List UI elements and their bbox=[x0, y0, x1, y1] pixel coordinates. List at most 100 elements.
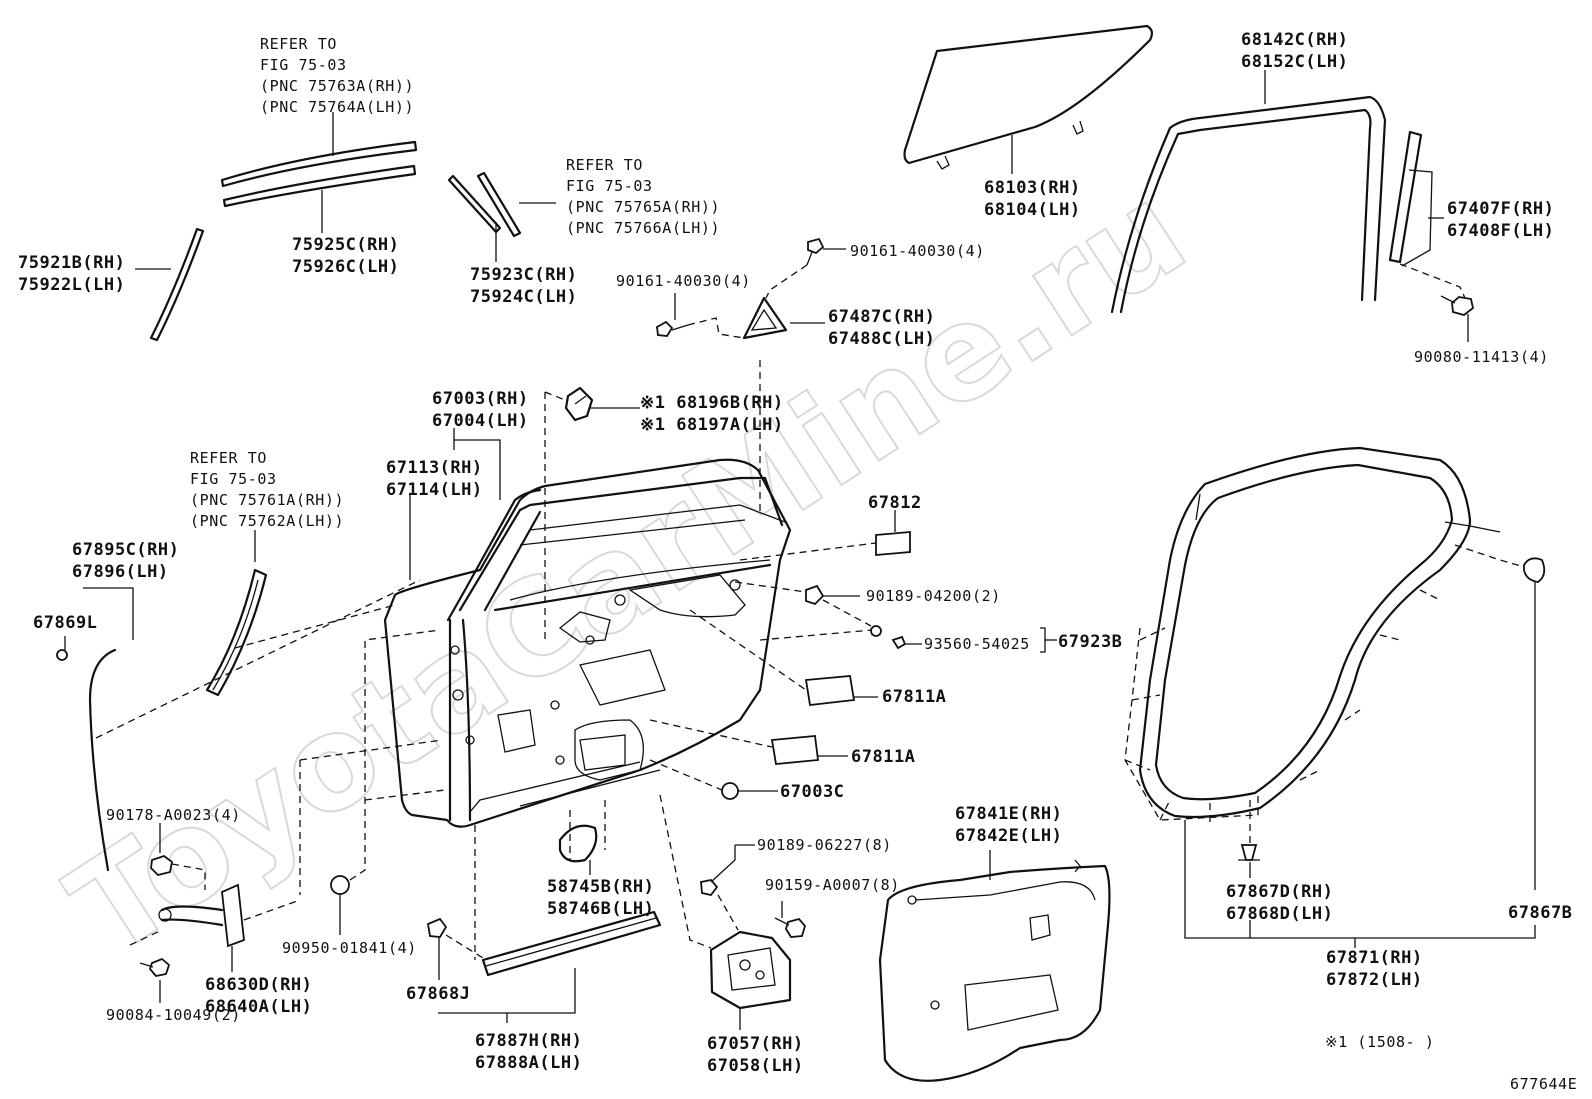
cover-58745 bbox=[558, 824, 598, 863]
label-90084: 90084-10049(2) bbox=[106, 1006, 241, 1024]
label-68142-rh: 68142C(RH) bbox=[1241, 30, 1348, 50]
label-75925-lh: 75926C(LH) bbox=[292, 257, 399, 277]
label-67867b: 67867B bbox=[1508, 903, 1572, 923]
label-90159: 90159-A0007(8) bbox=[765, 876, 900, 894]
bolt-90178 bbox=[150, 854, 173, 876]
label-67871-rh: 67871(RH) bbox=[1326, 948, 1423, 968]
clip-67868j bbox=[426, 917, 448, 938]
label-67057-rh: 67057(RH) bbox=[707, 1034, 804, 1054]
label-75923-lh: 75924C(LH) bbox=[470, 287, 577, 307]
ref-note-2-line2: FIG 75-03 bbox=[566, 177, 653, 195]
label-93560: 93560-54025 bbox=[924, 635, 1030, 653]
label-67841-rh: 67841E(RH) bbox=[955, 804, 1062, 824]
cap-67003c bbox=[721, 782, 739, 800]
label-90189-06227: 90189-06227(8) bbox=[757, 836, 892, 854]
label-67869l: 67869L bbox=[33, 613, 97, 633]
pad-67812 bbox=[875, 531, 911, 556]
division-bar bbox=[1388, 130, 1433, 267]
ref-note-1-line1: REFER TO bbox=[260, 35, 337, 53]
diagram-id: 677644E bbox=[1510, 1075, 1577, 1093]
footnote: ※1 (1508- ) bbox=[1325, 1033, 1434, 1051]
door-glass bbox=[903, 24, 1154, 170]
label-68103-rh: 68103(RH) bbox=[984, 178, 1081, 198]
ref-note-3-line3: (PNC 75761A(RH)) bbox=[190, 491, 344, 509]
ref-note-1-line4: (PNC 75764A(LH)) bbox=[260, 98, 414, 116]
label-90950: 90950-01841(4) bbox=[282, 939, 417, 957]
door-check-68630 bbox=[158, 883, 245, 948]
label-67487-lh: 67488C(LH) bbox=[828, 329, 935, 349]
label-68630-rh: 68630D(RH) bbox=[205, 975, 312, 995]
label-67003-lh: 67004(LH) bbox=[432, 411, 529, 431]
label-67923b: 67923B bbox=[1058, 632, 1122, 652]
ref-note-2-line4: (PNC 75766A(LH)) bbox=[566, 219, 720, 237]
bolt-90084 bbox=[139, 957, 171, 977]
label-75921-lh: 75922L(LH) bbox=[18, 275, 125, 295]
clip-67867d bbox=[1238, 844, 1260, 861]
label-68630-lh: 68640A(LH) bbox=[205, 997, 312, 1017]
ref-note-2-line1: REFER TO bbox=[566, 156, 643, 174]
label-67867d-rh: 67867D(RH) bbox=[1226, 882, 1333, 902]
label-67811a-lower: 67811A bbox=[851, 747, 915, 767]
label-67871-lh: 67872(LH) bbox=[1326, 970, 1423, 990]
lower-seal-67887 bbox=[481, 910, 662, 977]
label-68196-lh: ※1 68197A(LH) bbox=[640, 415, 784, 435]
label-67868j: 67868J bbox=[406, 984, 470, 1004]
label-75921-rh: 75921B(RH) bbox=[18, 253, 125, 273]
label-68103-lh: 68104(LH) bbox=[984, 200, 1081, 220]
weatherstrip-75761 bbox=[205, 568, 268, 697]
service-cover-67841 bbox=[878, 859, 1111, 1082]
pad-67811a-upper bbox=[804, 675, 856, 706]
plug-90950 bbox=[330, 875, 350, 895]
ref-note-3-line1: REFER TO bbox=[190, 449, 267, 467]
label-67003c: 67003C bbox=[780, 782, 844, 802]
ref-note-1-line2: FIG 75-03 bbox=[260, 56, 347, 74]
corner-piece-67487 bbox=[742, 296, 788, 340]
ref-note-3-line4: (PNC 75762A(LH)) bbox=[190, 512, 344, 530]
moulding-75925 bbox=[220, 140, 418, 208]
ref-note-3-line2: FIG 75-03 bbox=[190, 470, 277, 488]
label-67487-rh: 67487C(RH) bbox=[828, 307, 935, 327]
label-67057-lh: 67058(LH) bbox=[707, 1056, 804, 1076]
label-67113-lh: 67114(LH) bbox=[386, 480, 483, 500]
ref-note-1-line3: (PNC 75763A(RH)) bbox=[260, 77, 414, 95]
door-weatherstrip-67871 bbox=[1138, 446, 1501, 819]
label-75925-rh: 75925C(RH) bbox=[292, 235, 399, 255]
label-67811a-upper: 67811A bbox=[882, 687, 946, 707]
label-67841-lh: 67842E(LH) bbox=[955, 826, 1062, 846]
label-90178: 90178-A0023(4) bbox=[106, 806, 241, 824]
clip-90189-06227 bbox=[700, 879, 719, 897]
moulding-75921 bbox=[149, 227, 205, 342]
label-67113-rh: 67113(RH) bbox=[386, 458, 483, 478]
label-67867d-lh: 67868D(LH) bbox=[1226, 904, 1333, 924]
screw-93560 bbox=[870, 625, 907, 650]
label-75923-rh: 75923C(RH) bbox=[470, 265, 577, 285]
ref-note-2-line3: (PNC 75765A(RH)) bbox=[566, 198, 720, 216]
door-lock-67057 bbox=[709, 930, 792, 1010]
label-67895-rh: 67895C(RH) bbox=[72, 540, 179, 560]
label-90161-left: 90161-40030(4) bbox=[616, 272, 751, 290]
label-67895-lh: 67896(LH) bbox=[72, 562, 169, 582]
label-67887-rh: 67887H(RH) bbox=[475, 1031, 582, 1051]
door-panel bbox=[383, 458, 792, 828]
label-68196-rh: ※1 68196B(RH) bbox=[640, 393, 784, 413]
label-67812: 67812 bbox=[868, 493, 922, 513]
clip-90189-04200 bbox=[805, 584, 825, 606]
label-90080: 90080-11413(4) bbox=[1414, 348, 1549, 366]
glass-run-channel bbox=[1110, 95, 1387, 314]
pad-67811a-lower bbox=[770, 735, 820, 765]
label-90189-04200: 90189-04200(2) bbox=[866, 587, 1001, 605]
screw-90161-left bbox=[656, 320, 689, 337]
label-58745-rh: 58745B(RH) bbox=[547, 877, 654, 897]
screw-90161-top bbox=[806, 237, 825, 266]
clip-67867b bbox=[1523, 557, 1546, 583]
moulding-75923 bbox=[447, 171, 522, 238]
label-67407-lh: 67408F(LH) bbox=[1447, 221, 1554, 241]
clip-68196 bbox=[564, 386, 594, 422]
label-67887-lh: 67888A(LH) bbox=[475, 1053, 582, 1073]
label-67003-rh: 67003(RH) bbox=[432, 389, 529, 409]
label-58745-lh: 58746B(LH) bbox=[547, 899, 654, 919]
bolt-90080 bbox=[1440, 295, 1475, 316]
label-90161-top: 90161-40030(4) bbox=[850, 242, 985, 260]
wire-67895 bbox=[56, 648, 117, 872]
